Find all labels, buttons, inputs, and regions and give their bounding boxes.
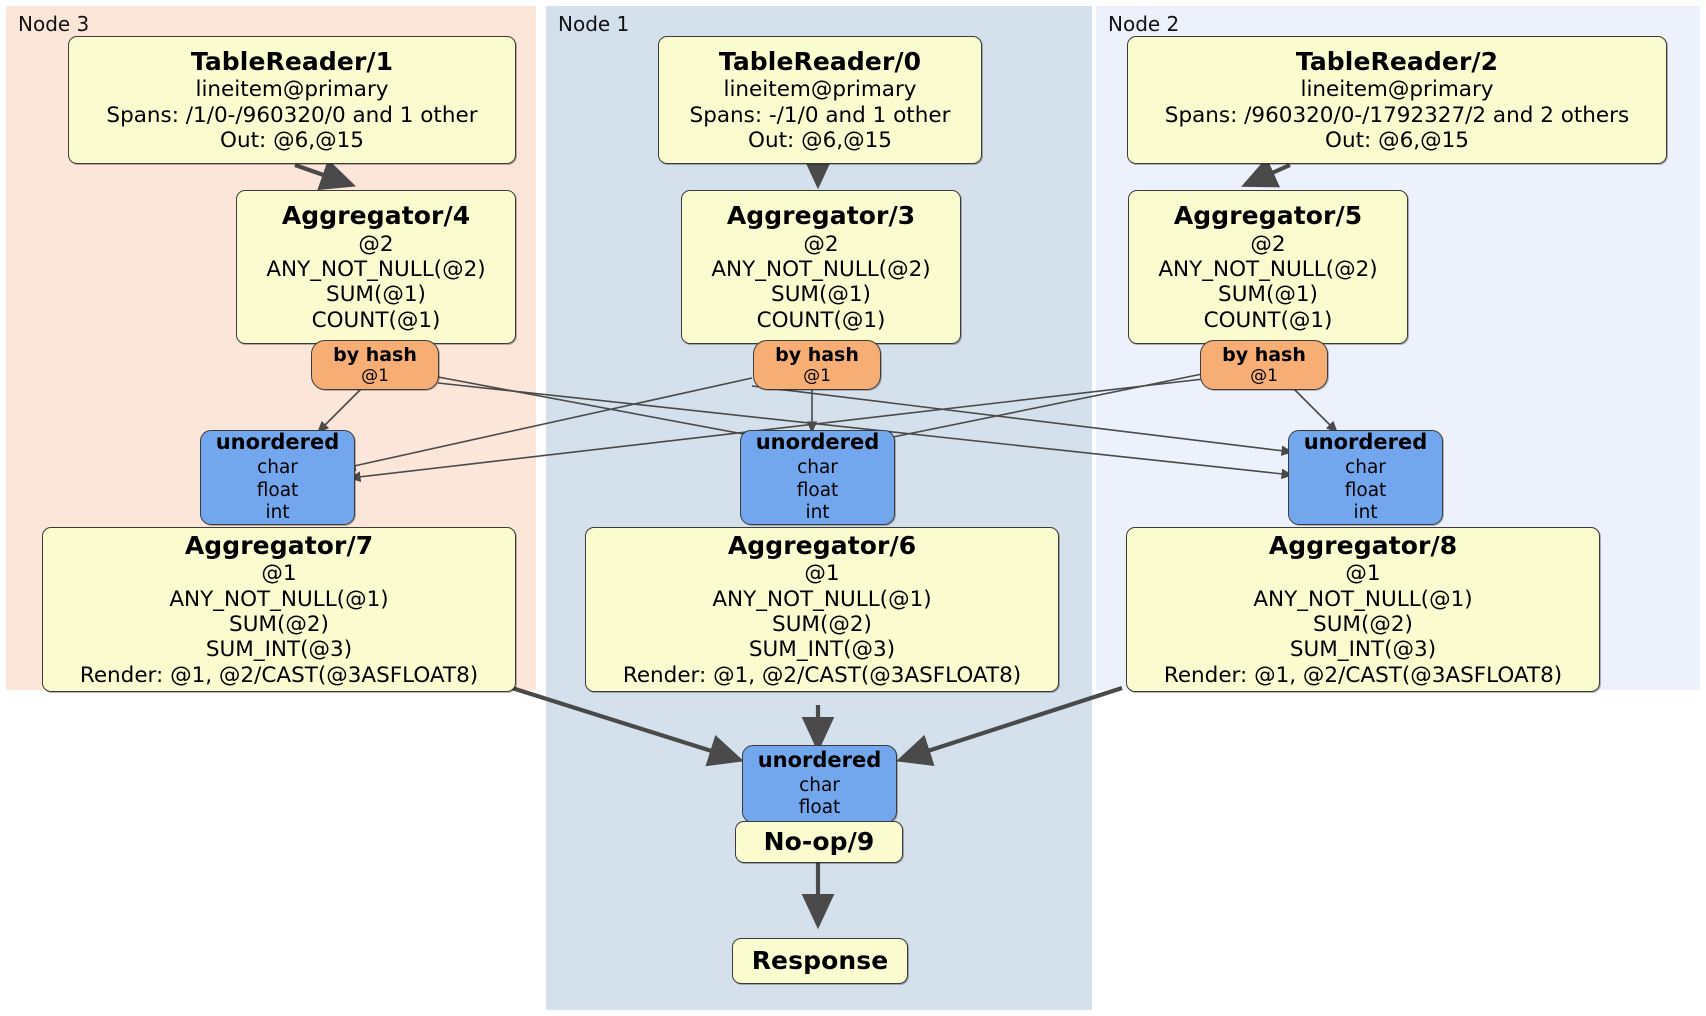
- output-router-by-hash-left[interactable]: by hash @1: [311, 340, 439, 390]
- cluster-label-node-2: Node 2: [1108, 12, 1180, 36]
- processor-line: COUNT(@1): [311, 307, 441, 333]
- processor-line: COUNT(@1): [756, 307, 886, 333]
- processor-aggregator-3[interactable]: Aggregator/3 @2 ANY_NOT_NULL(@2) SUM(@1)…: [681, 190, 961, 344]
- router-line: @1: [361, 366, 389, 387]
- processor-line: Out: @6,@15: [748, 127, 892, 153]
- processor-line: SUM_INT(@3): [748, 637, 896, 663]
- processor-no-op-9[interactable]: No-op/9: [735, 821, 903, 863]
- processor-line: Out: @6,@15: [1325, 127, 1469, 153]
- processor-line: @2: [1250, 231, 1286, 257]
- processor-line: Render: @1, @2/CAST(@3ASFLOAT8): [79, 662, 479, 688]
- processor-title: No-op/9: [763, 826, 875, 856]
- processor-line: lineitem@primary: [1300, 77, 1494, 103]
- processor-aggregator-5[interactable]: Aggregator/5 @2 ANY_NOT_NULL(@2) SUM(@1)…: [1128, 190, 1408, 344]
- router-line: @1: [1250, 366, 1278, 387]
- sync-input-unordered-middle[interactable]: unordered char float int: [740, 430, 895, 525]
- processor-line: SUM(@2): [1313, 612, 1413, 638]
- processor-response[interactable]: Response: [732, 938, 908, 984]
- output-router-by-hash-right[interactable]: by hash @1: [1200, 340, 1328, 390]
- processor-line: COUNT(@1): [1203, 307, 1333, 333]
- processor-line: SUM(@1): [1218, 282, 1318, 308]
- processor-line: Spans: /960320/0-/1792327/2 and 2 others: [1164, 102, 1630, 128]
- processor-line: ANY_NOT_NULL(@1): [1253, 586, 1473, 612]
- processor-tablereader-1[interactable]: TableReader/1 lineitem@primary Spans: /1…: [68, 36, 516, 164]
- processor-title: Aggregator/8: [1268, 530, 1458, 560]
- processor-title: Aggregator/6: [727, 530, 917, 560]
- processor-line: @1: [261, 561, 297, 587]
- sync-type: float: [1344, 479, 1387, 501]
- sync-title: unordered: [215, 430, 340, 455]
- processor-line: ANY_NOT_NULL(@1): [169, 586, 389, 612]
- output-router-by-hash-middle[interactable]: by hash @1: [753, 340, 881, 390]
- processor-line: SUM_INT(@3): [1289, 637, 1437, 663]
- processor-line: Render: @1, @2/CAST(@3ASFLOAT8): [1163, 662, 1563, 688]
- processor-aggregator-4[interactable]: Aggregator/4 @2 ANY_NOT_NULL(@2) SUM(@1)…: [236, 190, 516, 344]
- sync-input-unordered-right[interactable]: unordered char float int: [1288, 430, 1443, 525]
- sync-input-unordered-final[interactable]: unordered char float: [742, 745, 897, 823]
- processor-line: SUM(@2): [229, 612, 329, 638]
- router-title: by hash: [775, 343, 859, 366]
- sync-type: char: [1345, 457, 1386, 479]
- processor-line: ANY_NOT_NULL(@1): [712, 586, 932, 612]
- cluster-label-node-3: Node 3: [18, 12, 90, 36]
- sync-type: int: [265, 502, 290, 524]
- sync-type: float: [796, 479, 839, 501]
- processor-title: Aggregator/4: [281, 201, 471, 231]
- processor-aggregator-7[interactable]: Aggregator/7 @1 ANY_NOT_NULL(@1) SUM(@2)…: [42, 527, 516, 692]
- processor-line: Spans: -/1/0 and 1 other: [689, 102, 951, 128]
- processor-title: TableReader/0: [718, 46, 922, 76]
- sync-title: unordered: [1303, 430, 1428, 455]
- processor-line: SUM(@1): [326, 282, 426, 308]
- processor-line: @2: [803, 231, 839, 257]
- sync-type: char: [799, 774, 840, 796]
- processor-line: @2: [358, 231, 394, 257]
- processor-title: TableReader/2: [1295, 46, 1499, 76]
- sync-type: float: [256, 479, 299, 501]
- processor-title: Aggregator/3: [726, 201, 916, 231]
- processor-title: Aggregator/7: [184, 530, 374, 560]
- sync-type: float: [798, 797, 841, 819]
- sync-title: unordered: [755, 430, 880, 455]
- processor-line: SUM(@1): [771, 282, 871, 308]
- processor-line: ANY_NOT_NULL(@2): [1158, 256, 1378, 282]
- processor-line: ANY_NOT_NULL(@2): [266, 256, 486, 282]
- processor-line: @1: [1345, 561, 1381, 587]
- processor-aggregator-8[interactable]: Aggregator/8 @1 ANY_NOT_NULL(@1) SUM(@2)…: [1126, 527, 1600, 692]
- processor-tablereader-0[interactable]: TableReader/0 lineitem@primary Spans: -/…: [658, 36, 982, 164]
- processor-title: TableReader/1: [190, 46, 394, 76]
- cluster-label-node-1: Node 1: [558, 12, 630, 36]
- processor-line: @1: [804, 561, 840, 587]
- processor-aggregator-6[interactable]: Aggregator/6 @1 ANY_NOT_NULL(@1) SUM(@2)…: [585, 527, 1059, 692]
- sync-input-unordered-left[interactable]: unordered char float int: [200, 430, 355, 525]
- sync-type: char: [797, 457, 838, 479]
- router-line: @1: [803, 366, 831, 387]
- processor-title: Response: [751, 945, 889, 975]
- processor-line: Spans: /1/0-/960320/0 and 1 other: [106, 102, 478, 128]
- router-title: by hash: [333, 343, 417, 366]
- processor-line: SUM_INT(@3): [205, 637, 353, 663]
- processor-title: Aggregator/5: [1173, 201, 1363, 231]
- processor-line: lineitem@primary: [195, 77, 389, 103]
- processor-line: Out: @6,@15: [220, 127, 364, 153]
- sync-type: char: [257, 457, 298, 479]
- sync-type: int: [1353, 502, 1378, 524]
- processor-line: ANY_NOT_NULL(@2): [711, 256, 931, 282]
- router-title: by hash: [1222, 343, 1306, 366]
- processor-line: lineitem@primary: [723, 77, 917, 103]
- sync-type: int: [805, 502, 830, 524]
- processor-tablereader-2[interactable]: TableReader/2 lineitem@primary Spans: /9…: [1127, 36, 1667, 164]
- processor-line: SUM(@2): [772, 612, 872, 638]
- sync-title: unordered: [757, 748, 882, 773]
- processor-line: Render: @1, @2/CAST(@3ASFLOAT8): [622, 662, 1022, 688]
